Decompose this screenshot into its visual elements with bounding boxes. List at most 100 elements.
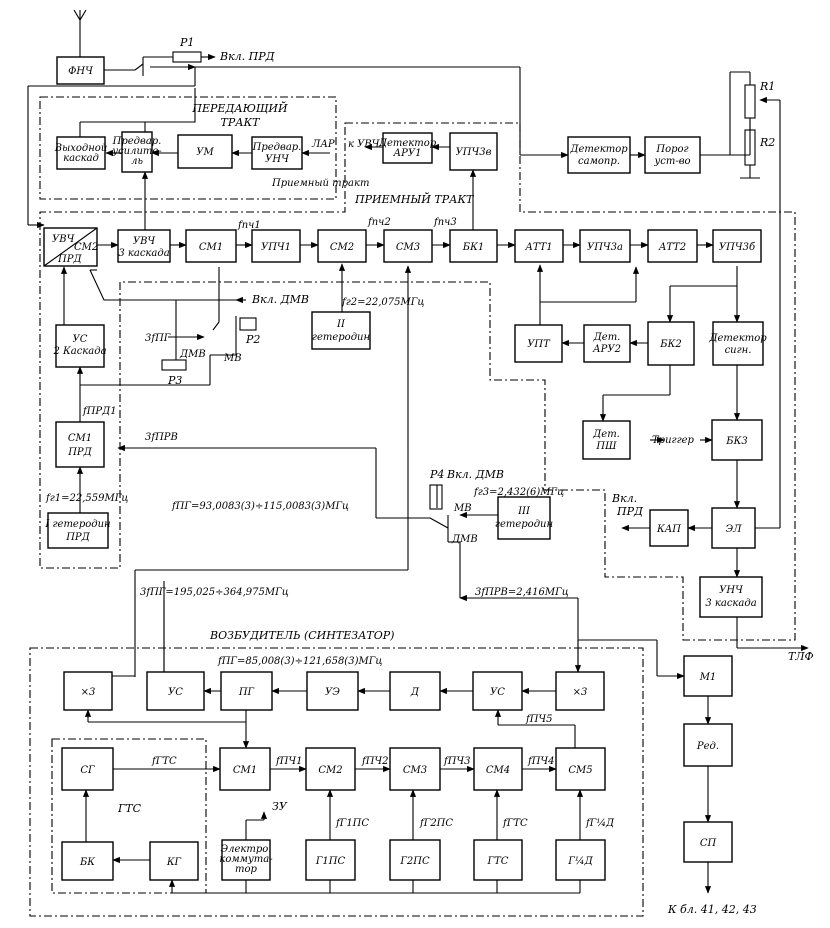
svg-text:УЭ: УЭ bbox=[325, 687, 340, 698]
label-fg4d: fГ¼Д bbox=[585, 818, 615, 829]
svg-text:УС: УС bbox=[168, 687, 183, 698]
svg-text:УС: УС bbox=[490, 687, 505, 698]
block-electro-switch: Электро.коммута-тор bbox=[219, 839, 273, 881]
block-pre-amplifier: Предвар.усилите-ль bbox=[111, 131, 162, 173]
relay-p3 bbox=[161, 359, 187, 371]
svg-text:СГ: СГ bbox=[80, 765, 95, 776]
svg-text:Д: Д bbox=[410, 687, 420, 698]
label-p2: Р2 bbox=[245, 333, 260, 346]
block-bk: БК bbox=[61, 841, 114, 881]
svg-text:самопр.: самопр. bbox=[578, 156, 620, 167]
svg-text:АТТ2: АТТ2 bbox=[658, 242, 686, 253]
svg-text:ПШ: ПШ bbox=[595, 441, 617, 452]
svg-text:АТТ1: АТТ1 bbox=[524, 242, 552, 253]
svg-text:Выходной: Выходной bbox=[54, 143, 108, 154]
svg-text:Г2ПС: Г2ПС bbox=[399, 856, 430, 867]
svg-text:2 Каскада: 2 Каскада bbox=[52, 346, 106, 357]
block-upt: УПТ bbox=[514, 324, 563, 363]
block-us-left: УС bbox=[146, 671, 205, 711]
receive-section-title: ПРИЕМНЫЙ ТРАКТ bbox=[354, 192, 475, 206]
label-fg1ps: fГ1ПС bbox=[335, 818, 369, 829]
svg-text:усилите-: усилите- bbox=[111, 146, 162, 157]
label-dmv-1: ДМВ bbox=[179, 349, 206, 360]
block-kg: КГ bbox=[149, 841, 199, 881]
svg-text:Дет.: Дет. bbox=[593, 332, 621, 343]
svg-text:БК: БК bbox=[79, 857, 95, 868]
label-p1: Р1 bbox=[179, 36, 194, 49]
block-synth-sm3: СМ3 bbox=[389, 747, 441, 791]
label-p4: Р4 bbox=[429, 468, 444, 481]
svg-text:АРУ1: АРУ1 bbox=[393, 148, 422, 159]
svg-text:УПЧ3а: УПЧ3а bbox=[587, 242, 623, 253]
block-synth-sm5: СМ5 bbox=[555, 747, 606, 791]
svg-text:тор: тор bbox=[235, 864, 258, 875]
label-p3: Р3 bbox=[167, 374, 182, 387]
block-trigger-label: Триггер bbox=[652, 435, 695, 446]
svg-text:ПГ: ПГ bbox=[238, 687, 255, 698]
label-mv-1: МВ bbox=[223, 353, 242, 364]
label-fg2: fг2=22,075МГц bbox=[341, 297, 424, 308]
resistor-r2 bbox=[744, 129, 756, 166]
block-bk3: БК3 bbox=[711, 419, 763, 461]
svg-text:ГТС: ГТС bbox=[487, 856, 509, 867]
block-el: ЭЛ bbox=[711, 507, 756, 549]
resistor-r1 bbox=[744, 84, 756, 119]
block-ue: УЭ bbox=[306, 671, 359, 711]
relay-p4 bbox=[429, 484, 443, 510]
label-dmv-2: ДМВ bbox=[451, 534, 478, 545]
block-um: УМ bbox=[177, 134, 233, 169]
block-red: Ред. bbox=[683, 723, 733, 767]
svg-text:УМ: УМ bbox=[196, 147, 214, 158]
svg-text:СМ2: СМ2 bbox=[330, 242, 354, 253]
receive-section-outline bbox=[39, 122, 796, 641]
section-titles: ПЕРЕДАЮЩИЙ ТРАКТ Приемный тракт ПРИЕМНЫЙ… bbox=[117, 101, 475, 815]
label-vkl-prd-mid-2: ПРД bbox=[616, 505, 644, 518]
block-x3-right: ×3 bbox=[555, 671, 605, 711]
receive-section-small-title: Приемный тракт bbox=[271, 178, 369, 189]
svg-text:I гетеродин: I гетеродин bbox=[44, 519, 110, 530]
block-det-psh: Дет.ПШ bbox=[582, 420, 631, 460]
exciter-section-outline bbox=[29, 647, 644, 917]
signal-labels: Р1 Вкл. ПРД R1 R2 ЛАР к УВЧ Вкл. ДМВ Р2 … bbox=[45, 36, 814, 916]
svg-text:УПЧ1: УПЧ1 bbox=[261, 242, 291, 253]
relay-p2 bbox=[239, 317, 257, 331]
svg-text:БК3: БК3 bbox=[725, 436, 747, 447]
svg-text:М1: М1 bbox=[699, 672, 717, 683]
block-att1: АТТ1 bbox=[514, 229, 564, 263]
label-fpch1: fпч1 bbox=[237, 220, 261, 231]
svg-text:КГ: КГ bbox=[166, 857, 182, 868]
block-synth-sm4: СМ4 bbox=[473, 747, 523, 791]
label-k-uvch: к УВЧ bbox=[348, 139, 380, 150]
svg-text:УНЧ: УНЧ bbox=[719, 585, 743, 596]
block-g4d: Г¼Д bbox=[555, 839, 606, 881]
label-3f-prv: 3fПРВ bbox=[145, 432, 178, 443]
label-zu: ЗУ bbox=[272, 800, 288, 813]
svg-text:АРУ2: АРУ2 bbox=[592, 344, 621, 355]
svg-text:БК1: БК1 bbox=[462, 242, 484, 253]
label-3f-pg: 3fПГ bbox=[145, 333, 171, 344]
svg-text:сигн.: сигн. bbox=[725, 345, 752, 356]
label-fg3: fг3=2,432(6)МГц bbox=[473, 487, 564, 498]
svg-text:БК2: БК2 bbox=[659, 339, 681, 350]
label-r2: R2 bbox=[759, 136, 775, 149]
svg-text:Дет.: Дет. bbox=[592, 429, 620, 440]
svg-text:гетеродин: гетеродин bbox=[495, 519, 553, 530]
block-det-aru2: Дет.АРУ2 bbox=[583, 324, 631, 363]
svg-text:СМ5: СМ5 bbox=[568, 765, 592, 776]
block-us-right: УС bbox=[472, 671, 523, 711]
label-fpch3-s: fПЧ3 bbox=[443, 756, 471, 767]
svg-text:СМ1: СМ1 bbox=[199, 242, 223, 253]
svg-text:УНЧ: УНЧ bbox=[265, 154, 289, 165]
svg-text:СМ3: СМ3 bbox=[396, 242, 420, 253]
svg-text:Г¼Д: Г¼Д bbox=[567, 856, 593, 867]
